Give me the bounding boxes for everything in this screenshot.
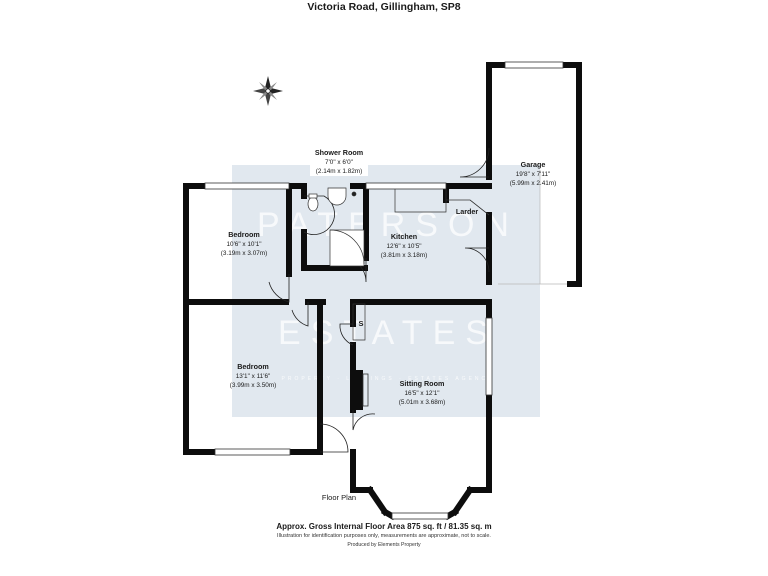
window bbox=[391, 512, 449, 520]
toilet bbox=[307, 196, 319, 212]
svg-text:Sitting Room: Sitting Room bbox=[400, 379, 445, 388]
svg-text:(3.81m x 3.18m): (3.81m x 3.18m) bbox=[381, 252, 428, 259]
door-swing bbox=[319, 423, 349, 453]
door-swing bbox=[268, 274, 290, 303]
door-swing bbox=[352, 410, 376, 431]
kitchen-worktop bbox=[394, 189, 490, 216]
door-swing bbox=[464, 247, 490, 273]
wall-segment bbox=[450, 485, 475, 517]
floor-label: Floor Plan bbox=[322, 493, 356, 502]
stair-mark: S bbox=[358, 319, 363, 328]
compass-rose-icon bbox=[253, 76, 283, 106]
svg-text:(5.01m x 3.68m): (5.01m x 3.68m) bbox=[399, 399, 446, 406]
wall-segment bbox=[380, 507, 397, 521]
door-swing bbox=[339, 323, 354, 346]
basin bbox=[327, 187, 347, 206]
window bbox=[485, 317, 493, 396]
door-swing bbox=[459, 147, 490, 178]
svg-text:10'6" x 10'1": 10'6" x 10'1" bbox=[226, 241, 261, 248]
window bbox=[204, 182, 290, 190]
door-swing bbox=[291, 302, 309, 327]
watermark-line1: PATERSON bbox=[257, 206, 519, 244]
room-label-kitchen: Kitchen 12'6" x 10'5" (3.81m x 3.18m) bbox=[381, 232, 428, 259]
fireplace bbox=[354, 370, 363, 410]
svg-text:Bedroom: Bedroom bbox=[228, 230, 260, 239]
window bbox=[214, 448, 291, 456]
svg-text:(3.19m x 3.07m): (3.19m x 3.07m) bbox=[221, 250, 268, 257]
svg-text:12'6" x 10'5": 12'6" x 10'5" bbox=[386, 243, 421, 250]
wall-segment bbox=[443, 507, 460, 521]
hearth bbox=[362, 373, 369, 407]
room-labels: Bedroom 10'6" x 10'1" (3.19m x 3.07m) Sh… bbox=[221, 148, 557, 406]
walls bbox=[183, 62, 582, 521]
svg-text:19'8" x 7'11": 19'8" x 7'11" bbox=[516, 171, 551, 178]
room-label-garage: Garage 19'8" x 7'11" (5.99m x 2.41m) bbox=[510, 160, 557, 187]
watermark-line2: ESTATES bbox=[278, 314, 498, 352]
svg-text:Shower Room: Shower Room bbox=[315, 148, 363, 157]
stair-cupboard: S bbox=[352, 303, 366, 341]
watermark: PATERSON ESTATES PROPERTY · LETTINGS · E… bbox=[232, 165, 540, 417]
svg-text:13'1" x 11'6": 13'1" x 11'6" bbox=[236, 373, 271, 380]
windows bbox=[204, 61, 564, 520]
floor-area: Approx. Gross Internal Floor Area 875 sq… bbox=[276, 522, 492, 531]
svg-text:Garage: Garage bbox=[521, 160, 546, 169]
shower-tray bbox=[329, 229, 365, 267]
svg-text:16'5" x 12'1": 16'5" x 12'1" bbox=[404, 390, 439, 397]
svg-text:Bedroom: Bedroom bbox=[237, 362, 269, 371]
watermark-tagline: PROPERTY · LETTINGS · ESTATES AGENCY bbox=[282, 376, 495, 382]
room-label-larder: Larder bbox=[456, 207, 479, 216]
bathroom-fixtures bbox=[307, 187, 365, 267]
window bbox=[365, 182, 447, 190]
room-label-shower-room: Shower Room 7'0" x 6'0" (2.14m x 1.82m) bbox=[310, 148, 368, 176]
svg-text:Larder: Larder bbox=[456, 207, 479, 216]
svg-text:(2.14m x 1.82m): (2.14m x 1.82m) bbox=[316, 168, 363, 175]
external-outline bbox=[498, 170, 578, 285]
window bbox=[504, 61, 564, 69]
page-title: Victoria Road, Gillingham, SP8 bbox=[307, 1, 461, 13]
room-label-bedroom-2: Bedroom 13'1" x 11'6" (3.99m x 3.50m) bbox=[230, 362, 277, 389]
disclaimer: Illustration for identification purposes… bbox=[277, 533, 491, 539]
room-label-sitting-room: Sitting Room 16'5" x 12'1" (5.01m x 3.68… bbox=[399, 379, 446, 406]
svg-text:(3.99m x 3.50m): (3.99m x 3.50m) bbox=[230, 382, 277, 389]
svg-text:(5.99m x 2.41m): (5.99m x 2.41m) bbox=[510, 180, 557, 187]
wall-segment bbox=[365, 485, 390, 517]
svg-text:Kitchen: Kitchen bbox=[391, 232, 417, 241]
room-label-bedroom-1: Bedroom 10'6" x 10'1" (3.19m x 3.07m) bbox=[221, 230, 268, 257]
svg-text:7'0" x 6'0": 7'0" x 6'0" bbox=[325, 159, 353, 166]
credit: Produced by Elements Property bbox=[347, 542, 421, 548]
